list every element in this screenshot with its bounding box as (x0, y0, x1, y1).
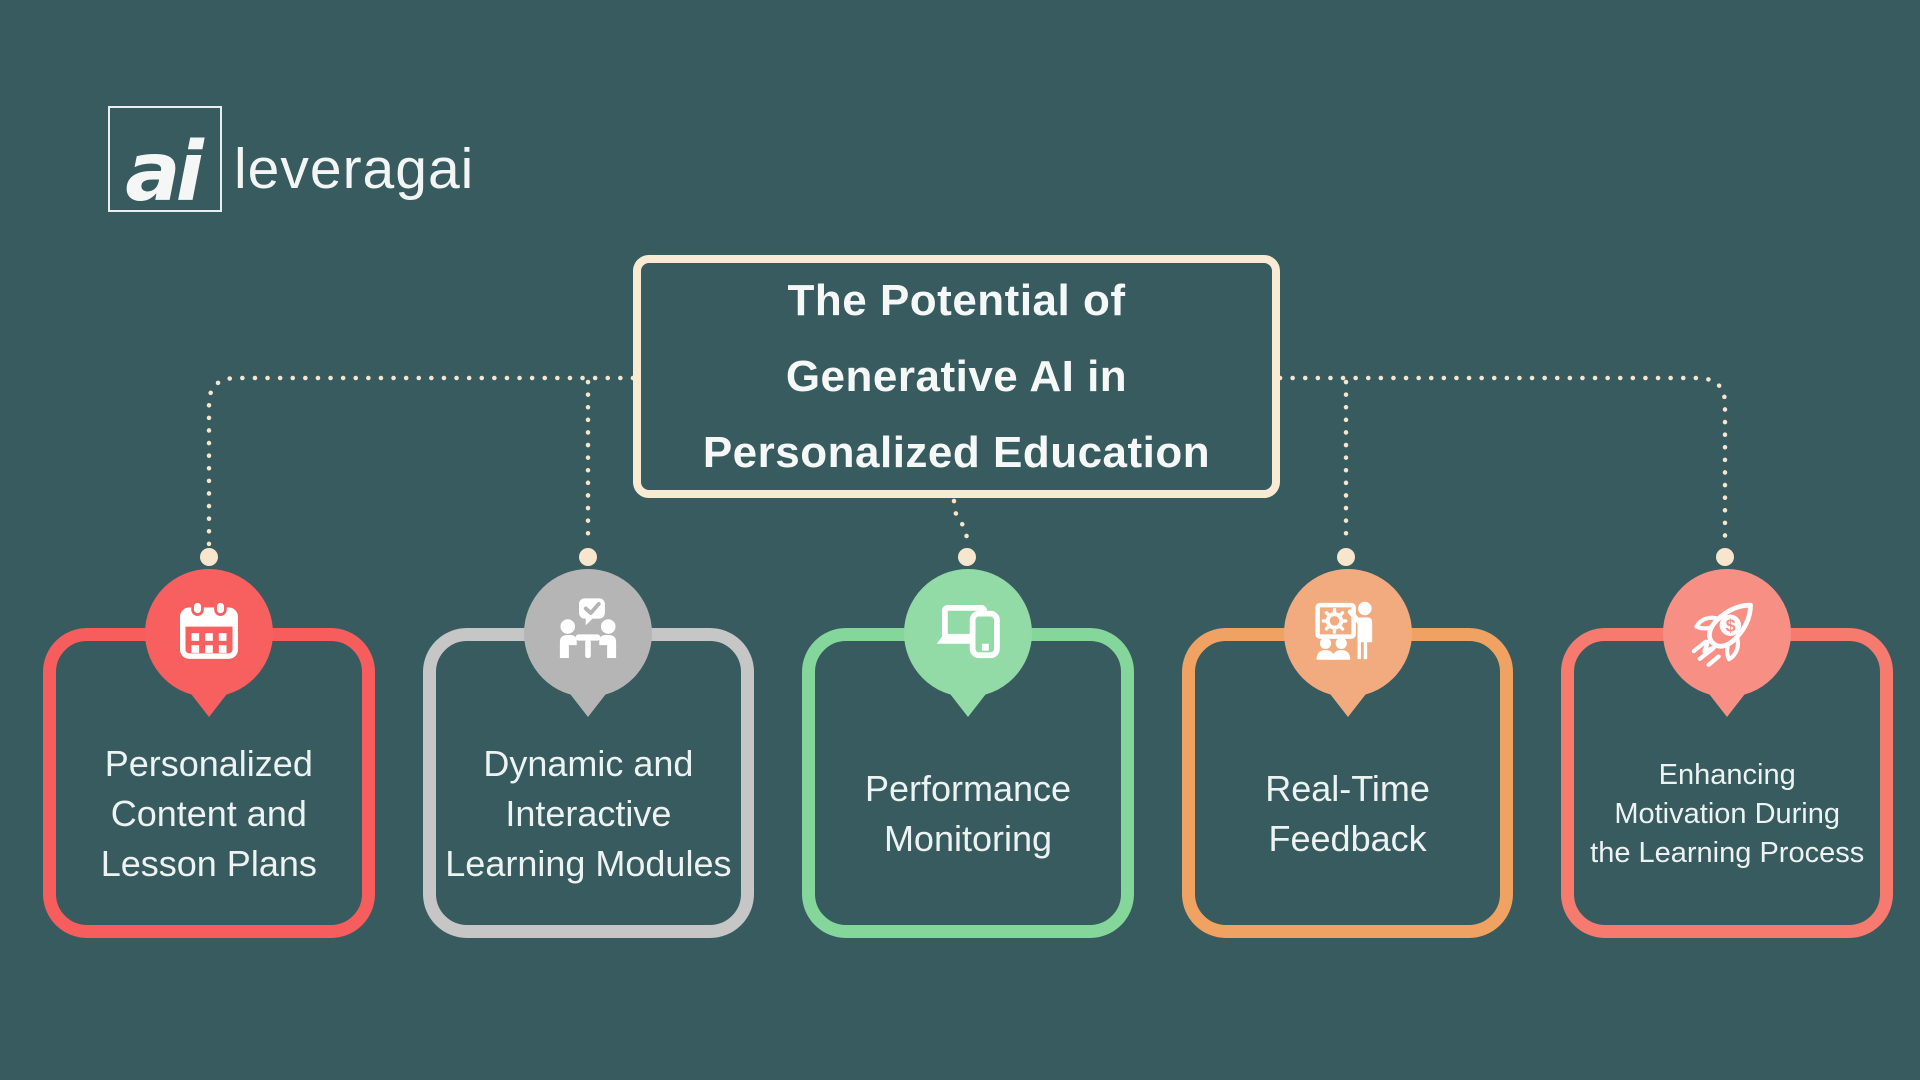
presentation-trainer-icon (1314, 601, 1372, 660)
calendar-icon (179, 600, 238, 659)
logo: ai leveragai (108, 106, 475, 220)
title-box: The Potential of Generative AI in Person… (633, 255, 1280, 498)
card-performance-monitoring: Performance Monitoring (802, 569, 1134, 938)
connector-left (206, 375, 636, 547)
card-pin (1283, 569, 1412, 697)
team-discussion-icon (560, 598, 617, 658)
card-pin (144, 569, 273, 697)
connector-end-dot (200, 548, 218, 566)
card-real-time-feedback: Real-Time Feedback (1181, 569, 1514, 938)
card-enhancing-motivation: $ Enhancing Motivation During the Learni… (1561, 569, 1893, 938)
card-label: Dynamic and Interactive Learning Modules (445, 743, 732, 884)
devices-icon (936, 604, 1000, 659)
logo-ai-mark-icon: ai (108, 106, 222, 220)
logo-wordmark: leveragai (234, 137, 475, 201)
card-personalized-content: Personalized Content and Lesson Plans (43, 569, 375, 938)
card-pin (903, 569, 1032, 697)
logo-ai-text: ai (125, 124, 203, 220)
title-text: The Potential of Generative AI in Person… (702, 275, 1211, 477)
connector-end-dot (1716, 548, 1734, 566)
cards-row: Personalized Content and Lesson Plans Dy… (43, 569, 1893, 938)
card-label: Real-Time Feedback (1265, 768, 1430, 859)
connector-right (1277, 375, 1728, 547)
card-pin: $ (1663, 569, 1792, 697)
card-label: Enhancing Motivation During the Learning… (1590, 758, 1865, 869)
connector-end-dot (958, 548, 976, 566)
rocket-dollar-icon: $ (1691, 602, 1754, 667)
card-label: Performance Monitoring (864, 768, 1072, 859)
dollar-sign: $ (1726, 616, 1736, 636)
connector-center-drop (951, 498, 970, 546)
card-pin (524, 569, 653, 697)
card-learning-modules: Dynamic and Interactive Learning Modules (422, 569, 755, 938)
connector-end-dot (1337, 548, 1355, 566)
connector-end-dot (579, 548, 597, 566)
card-label: Personalized Content and Lesson Plans (100, 743, 317, 884)
